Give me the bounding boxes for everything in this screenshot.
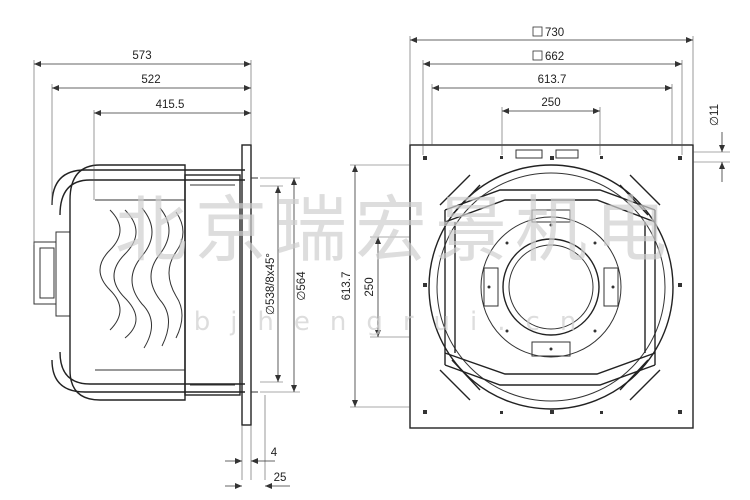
- dim-250-height: 250: [364, 277, 376, 296]
- side-view: 573 522 415.5 ∅538/8x45° ∅564 4 25: [33, 50, 308, 489]
- dim-613-7-height: 613.7: [341, 272, 353, 301]
- dim-25: 25: [274, 472, 287, 484]
- watermark: 北京瑞宏景机电 bjhengrui.cn: [115, 188, 675, 337]
- dim-bolt-circle: ∅538/8x45°: [265, 253, 277, 315]
- dim-613-7-width: 613.7: [538, 74, 567, 86]
- dim-573: 573: [132, 50, 151, 62]
- watermark-url: bjhengrui.cn: [194, 307, 597, 337]
- dim-415-5: 415.5: [156, 99, 185, 111]
- dim-730: 730: [545, 27, 564, 39]
- dim-522: 522: [141, 74, 160, 86]
- dim-4: 4: [271, 447, 278, 459]
- support-frame: [439, 149, 661, 401]
- mounting-holes: [423, 156, 682, 414]
- fan-body-side: [33, 144, 258, 426]
- mounting-plate: [409, 144, 694, 429]
- dim-hole-diameter: ∅11: [709, 104, 721, 126]
- front-view: 730 662 613.7 250 ∅11 613.7 250: [341, 26, 730, 429]
- dim-outer-diameter: ∅564: [296, 271, 308, 301]
- watermark-cn: 北京瑞宏景机电: [115, 188, 675, 272]
- dim-250-width: 250: [541, 97, 560, 109]
- dim-662: 662: [545, 51, 564, 63]
